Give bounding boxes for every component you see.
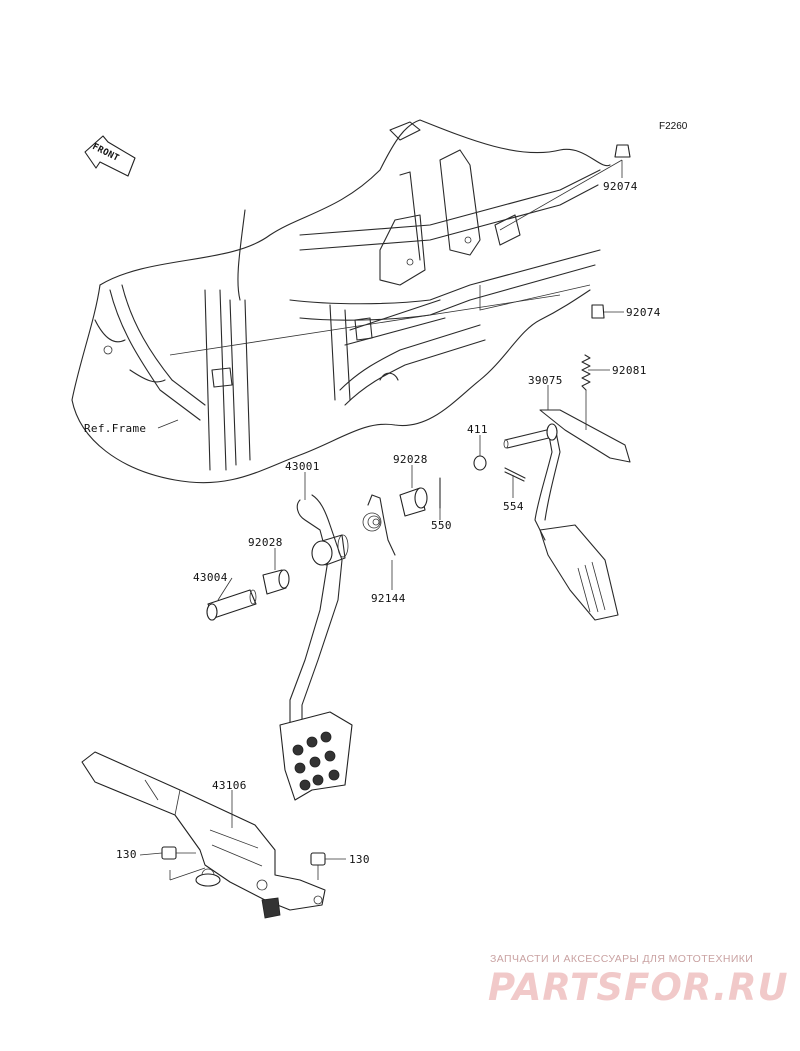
diagram-code: F2260 xyxy=(659,121,688,132)
bolt-130-right xyxy=(310,852,326,880)
lever-43106 xyxy=(81,751,326,919)
part-label-43004: 43004 xyxy=(193,571,228,584)
part-label-92144: 92144 xyxy=(371,592,406,605)
part-label-43001: 43001 xyxy=(285,460,320,473)
cotter-pin-554 xyxy=(504,467,526,482)
watermark-brand: PARTSFOR.RU xyxy=(488,966,789,1009)
frame-outline xyxy=(71,119,611,484)
bolt-130-left xyxy=(161,846,196,860)
part-label-92081: 92081 xyxy=(612,364,647,377)
spring-92081 xyxy=(581,354,591,430)
cap-92074-mid xyxy=(591,304,605,319)
part-label-43106: 43106 xyxy=(212,779,247,792)
pedal-43001 xyxy=(279,494,353,801)
ref-frame-label: Ref.Frame xyxy=(84,422,147,435)
part-label-554: 554 xyxy=(503,500,524,513)
front-arrow-icon xyxy=(84,135,136,177)
part-label-39075: 39075 xyxy=(528,374,563,387)
spring-92144 xyxy=(362,494,396,556)
part-label-130-left: 130 xyxy=(116,848,137,861)
bushing-92028-a xyxy=(399,487,428,517)
part-label-92028-b: 92028 xyxy=(248,536,283,549)
bushing-92028-b xyxy=(262,569,290,595)
washer-411 xyxy=(473,455,487,471)
shaft-43004 xyxy=(206,589,257,621)
part-label-411: 411 xyxy=(467,423,488,436)
leader-lines xyxy=(139,159,624,880)
part-label-92074-top: 92074 xyxy=(603,180,638,193)
cap-92074-top xyxy=(614,144,631,158)
part-label-92028-a: 92028 xyxy=(393,453,428,466)
brake-pedal-39075 xyxy=(503,409,631,621)
part-label-92074-mid: 92074 xyxy=(626,306,661,319)
watermark-tagline: ЗАПЧАСТИ И АКСЕССУАРЫ ДЛЯ МОТОТЕХНИКИ xyxy=(490,953,754,965)
part-label-550: 550 xyxy=(431,519,452,532)
part-label-130-right: 130 xyxy=(349,853,370,866)
